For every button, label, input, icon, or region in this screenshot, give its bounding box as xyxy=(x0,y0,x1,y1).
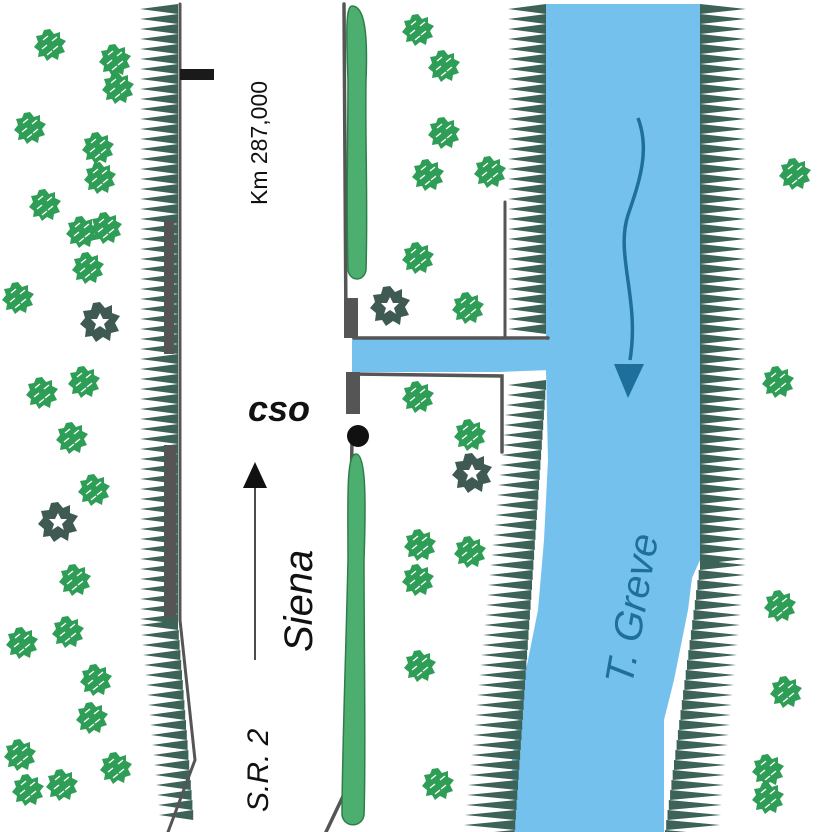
embankment-river-east-lower xyxy=(664,560,746,832)
bush-icon xyxy=(427,49,461,83)
bush-icon xyxy=(427,116,461,150)
bush-icon xyxy=(99,751,133,785)
bush-icon xyxy=(453,418,487,452)
bush-icon xyxy=(751,753,785,787)
road-right-edge xyxy=(342,2,348,332)
bush-icon xyxy=(89,211,123,245)
flow-arrow-icon xyxy=(622,117,646,361)
bush-icon xyxy=(83,161,117,195)
bush-icon xyxy=(403,649,437,683)
bush-icon xyxy=(451,291,485,325)
km-marker-post xyxy=(180,69,214,80)
bush-icon xyxy=(75,701,109,735)
km-marker-label: Km 287,000 xyxy=(246,81,272,205)
bush-icon xyxy=(13,111,47,145)
bush-icon xyxy=(5,626,39,660)
bush-icon xyxy=(401,380,435,414)
dark-bush-icon xyxy=(370,286,410,326)
bush-icon xyxy=(763,589,797,623)
bush-icon xyxy=(453,535,487,569)
bush-icon xyxy=(28,188,62,222)
bush-icon xyxy=(81,131,115,165)
flow-arrow-head xyxy=(614,364,644,398)
ditch-bottom xyxy=(350,372,504,454)
shoulder-bar-upper xyxy=(164,220,174,354)
direction-arrow-icon xyxy=(243,462,267,660)
bush-icon xyxy=(401,563,435,597)
bush-icon xyxy=(778,157,812,191)
bush-icon xyxy=(101,71,135,105)
bush-icon xyxy=(51,615,85,649)
bush-icon xyxy=(401,241,435,275)
bush-icon xyxy=(1,281,35,315)
bush-icon xyxy=(33,28,67,62)
cso-structure-lower xyxy=(346,372,360,414)
road-label: S.R. 2 xyxy=(242,728,275,812)
embankment-river-west-upper xyxy=(508,4,546,334)
median-strip-upper xyxy=(346,5,368,280)
shoulder-bar-lower xyxy=(164,445,176,617)
bush-icon xyxy=(77,473,111,507)
bush-icon xyxy=(761,365,795,399)
median-strip-lower xyxy=(341,453,366,826)
bush-icon xyxy=(79,663,113,697)
bush-icon xyxy=(411,158,445,192)
direction-label: Siena xyxy=(277,550,321,652)
dark-bush-icon xyxy=(452,453,492,493)
cso-label: cso xyxy=(248,388,310,429)
bush-icon xyxy=(45,768,79,802)
embankment-road-west-lower xyxy=(140,620,194,820)
bush-icon xyxy=(11,773,45,807)
bush-icon xyxy=(67,365,101,399)
bush-icon xyxy=(98,43,132,77)
bush-icon xyxy=(401,13,435,47)
dark-bush-icon xyxy=(80,302,120,342)
bush-icon xyxy=(3,738,37,772)
bush-icon xyxy=(473,155,507,189)
bush-icon xyxy=(751,781,785,815)
bush-icon xyxy=(769,675,803,709)
cso-structure-upper xyxy=(344,298,358,338)
dark-bush-icon xyxy=(38,502,78,542)
bush-icon xyxy=(58,563,92,597)
bush-icon xyxy=(71,251,105,285)
bush-icon xyxy=(25,376,59,410)
bush-icon xyxy=(403,528,437,562)
river-tributary xyxy=(352,338,550,372)
embankment-river-west-lower xyxy=(464,380,546,832)
embankments xyxy=(140,4,746,832)
river-channel xyxy=(512,4,700,832)
embankment-river-east-upper xyxy=(700,4,746,564)
bush-icon xyxy=(55,421,89,455)
median-strips xyxy=(341,5,368,826)
outfall-point-icon xyxy=(347,425,369,447)
bush-icon xyxy=(421,767,455,801)
road-left-edge xyxy=(166,2,197,832)
road-shoulders xyxy=(164,69,360,617)
river xyxy=(352,4,700,832)
